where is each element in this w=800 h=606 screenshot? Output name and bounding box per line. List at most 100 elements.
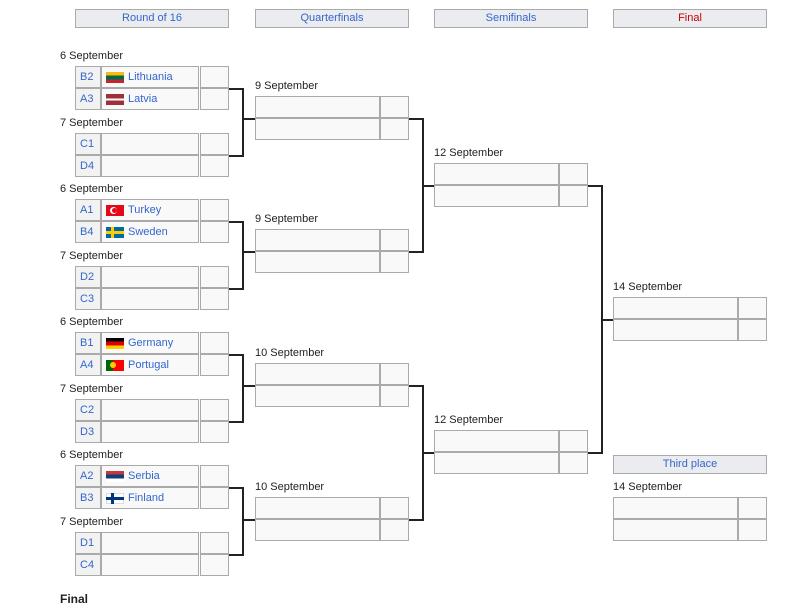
- team-slot: [255, 385, 380, 407]
- team-cell[interactable]: Sweden: [101, 221, 199, 243]
- team-slot: [255, 251, 380, 273]
- seed-label: D4: [75, 155, 101, 177]
- seed-label: D3: [75, 421, 101, 443]
- round-header-1: Quarterfinals: [255, 9, 409, 28]
- match-date: 12 September: [434, 414, 504, 426]
- seed-label: C1: [75, 133, 101, 155]
- score-cell: [200, 288, 229, 310]
- score-cell: [200, 66, 229, 88]
- team-slot: [255, 497, 380, 519]
- score-cell: [380, 251, 409, 273]
- score-cell: [380, 96, 409, 118]
- team-cell[interactable]: Finland: [101, 487, 199, 509]
- germany-flag-icon: [106, 338, 124, 349]
- team-slot: [255, 229, 380, 251]
- team-slot: [613, 297, 738, 319]
- match-date: 6 September: [60, 449, 123, 461]
- section-heading-final: Final: [60, 592, 89, 606]
- score-cell: [738, 497, 767, 519]
- score-cell: [380, 519, 409, 541]
- match-date: 10 September: [255, 481, 325, 493]
- third-place-header: Third place: [613, 455, 767, 474]
- team-cell: [101, 421, 199, 443]
- seed-label: A1: [75, 199, 101, 221]
- match-date: 7 September: [60, 382, 123, 395]
- match-date: 6 September: [60, 316, 123, 328]
- match-date: 12 September: [434, 147, 504, 159]
- score-cell: [200, 554, 229, 576]
- team-slot: [434, 185, 559, 207]
- score-cell: [200, 399, 229, 421]
- score-cell: [738, 319, 767, 341]
- team-name-link[interactable]: Finland: [128, 492, 165, 504]
- bracket-connector: [409, 118, 422, 120]
- score-cell: [380, 363, 409, 385]
- team-name-link[interactable]: Lithuania: [128, 71, 173, 83]
- seed-label: C2: [75, 399, 101, 421]
- seed-label: D1: [75, 532, 101, 554]
- score-cell: [380, 118, 409, 140]
- bracket-connector: [242, 385, 255, 387]
- bracket-connector: [242, 118, 255, 120]
- score-cell: [200, 266, 229, 288]
- bracket-connector: [229, 487, 242, 489]
- team-slot: [434, 430, 559, 452]
- score-cell: [559, 452, 588, 474]
- match-date: 6 September: [60, 50, 123, 62]
- team-slot: [255, 363, 380, 385]
- team-slot: [255, 519, 380, 541]
- finland-flag-icon: [106, 493, 124, 504]
- team-cell: [101, 266, 199, 288]
- team-name-link[interactable]: Germany: [128, 337, 174, 349]
- bracket-connector: [588, 452, 601, 454]
- team-cell: [101, 399, 199, 421]
- team-cell: [101, 133, 199, 155]
- score-cell: [200, 487, 229, 509]
- score-cell: [380, 497, 409, 519]
- bracket-connector: [229, 288, 242, 290]
- bracket-connector: [409, 519, 422, 521]
- team-cell[interactable]: Turkey: [101, 199, 199, 221]
- team-slot: [613, 319, 738, 341]
- score-cell: [200, 354, 229, 376]
- turkey-flag-icon: [106, 205, 124, 216]
- seed-label: B3: [75, 487, 101, 509]
- match-date: 6 September: [60, 183, 123, 195]
- bracket-connector: [422, 185, 434, 187]
- bracket-connector: [229, 554, 242, 556]
- team-cell[interactable]: Germany: [101, 332, 199, 354]
- team-cell[interactable]: Latvia: [101, 88, 199, 110]
- match-date: 10 September: [255, 347, 325, 359]
- bracket-connector: [242, 221, 244, 290]
- bracket-connector: [409, 251, 422, 253]
- latvia-flag-icon: [106, 94, 124, 105]
- team-cell[interactable]: Serbia: [101, 465, 199, 487]
- team-cell[interactable]: Portugal: [101, 354, 199, 376]
- team-name-link[interactable]: Turkey: [128, 204, 162, 216]
- bracket-connector: [242, 487, 244, 556]
- seed-label: B4: [75, 221, 101, 243]
- score-cell: [200, 532, 229, 554]
- team-name-link[interactable]: Sweden: [128, 226, 168, 238]
- team-slot: [255, 96, 380, 118]
- score-cell: [200, 133, 229, 155]
- seed-label: B1: [75, 332, 101, 354]
- match-date: 7 September: [60, 116, 123, 129]
- team-cell[interactable]: Lithuania: [101, 66, 199, 88]
- team-name-link[interactable]: Serbia: [128, 470, 160, 482]
- seed-label: D2: [75, 266, 101, 288]
- seed-label: C4: [75, 554, 101, 576]
- score-cell: [738, 297, 767, 319]
- score-cell: [200, 88, 229, 110]
- bracket-connector: [601, 319, 613, 321]
- match-date: 9 September: [255, 213, 318, 225]
- match-date: 7 September: [60, 249, 123, 262]
- score-cell: [200, 155, 229, 177]
- team-name-link[interactable]: Portugal: [128, 359, 169, 371]
- score-cell: [559, 163, 588, 185]
- team-name-link[interactable]: Latvia: [128, 93, 158, 105]
- match-date: 9 September: [255, 80, 318, 92]
- match-date: 14 September: [613, 481, 683, 493]
- bracket-connector: [242, 519, 255, 521]
